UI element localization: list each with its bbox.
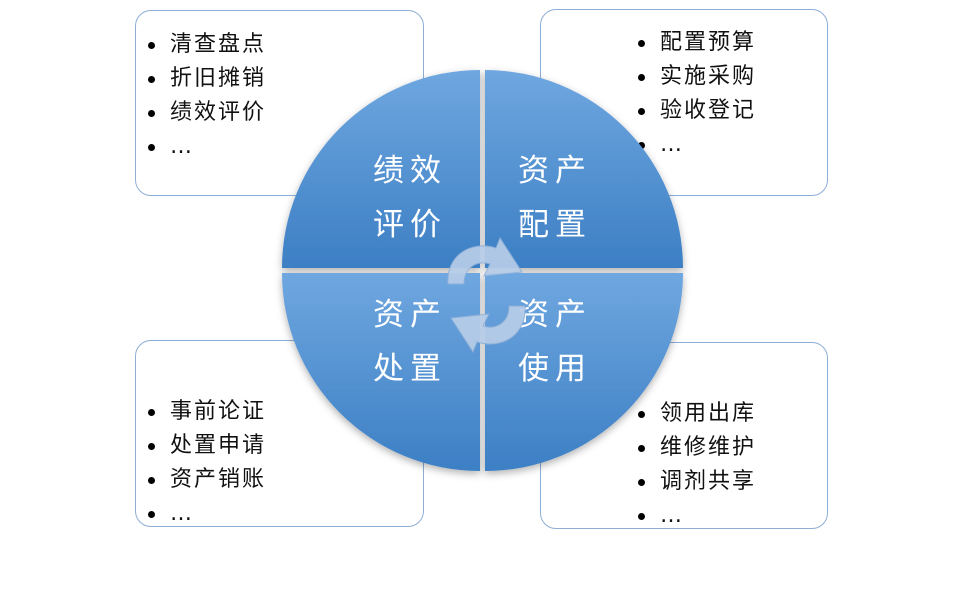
list-item: … [146, 497, 266, 531]
list-item: 绩效评价 [146, 96, 266, 130]
br-title-line1: 资产 [518, 297, 592, 333]
bl-title-line1: 资产 [373, 297, 447, 333]
list-item: 配置预算 [636, 26, 756, 60]
list-item: … [636, 128, 756, 162]
tl-title-line2: 评价 [373, 207, 447, 243]
list-item: 处置申请 [146, 429, 266, 463]
tr-detail-list: 配置预算 实施采购 验收登记 … [636, 26, 756, 162]
tr-title-line2: 配置 [518, 207, 592, 243]
lifecycle-circle: 绩效 评价 资产 配置 资产 处置 资产 使用 [282, 70, 683, 471]
bl-title-line2: 处置 [373, 351, 447, 387]
list-item: … [146, 130, 266, 164]
bl-detail-list: 事前论证 处置申请 资产销账 … [146, 395, 266, 531]
list-item: 验收登记 [636, 94, 756, 128]
tl-title-line1: 绩效 [373, 153, 447, 189]
quadrant-tr [485, 70, 683, 268]
list-item: 实施采购 [636, 60, 756, 94]
br-title-line2: 使用 [518, 351, 592, 387]
list-item: 调剂共享 [636, 465, 756, 499]
br-detail-list: 领用出库 维修维护 调剂共享 … [636, 397, 756, 533]
list-item: 事前论证 [146, 395, 266, 429]
tr-title-line1: 资产 [518, 153, 592, 189]
list-item: 资产销账 [146, 463, 266, 497]
list-item: 折旧摊销 [146, 62, 266, 96]
tl-detail-list: 清查盘点 折旧摊销 绩效评价 … [146, 28, 266, 164]
list-item: 清查盘点 [146, 28, 266, 62]
list-item: … [636, 499, 756, 533]
list-item: 维修维护 [636, 431, 756, 465]
cycle-arrows-icon [447, 236, 526, 354]
list-item: 领用出库 [636, 397, 756, 431]
quadrant-bl [282, 273, 480, 471]
quadrant-tl [282, 70, 480, 268]
quadrant-br [485, 273, 683, 471]
